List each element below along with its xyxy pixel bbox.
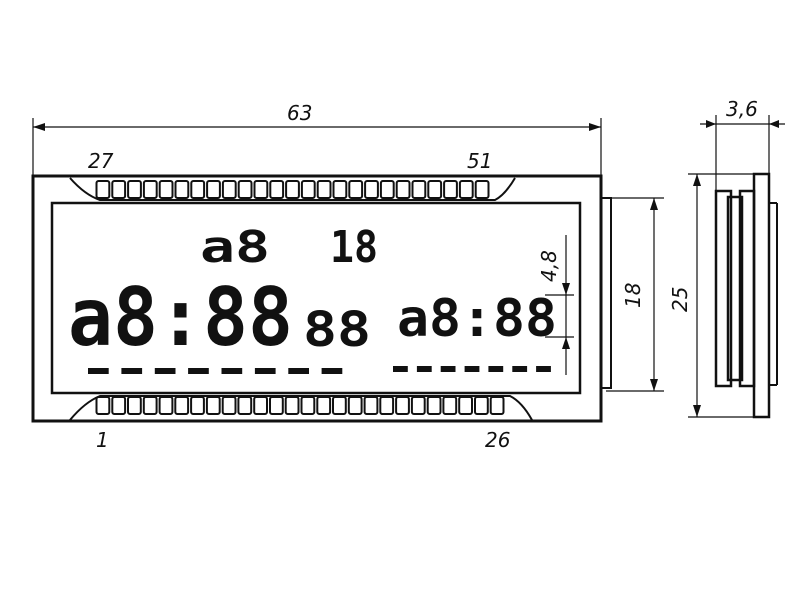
top-small-digits-right: 18 (330, 222, 378, 273)
indicator-dash (464, 366, 480, 372)
bottom-pin (316, 396, 332, 415)
indicator-dash (188, 368, 209, 374)
indicator-dash (393, 366, 408, 372)
bottom-pin (347, 396, 363, 415)
top-pin (458, 180, 474, 199)
top-pin (95, 180, 111, 199)
main-seconds-digits: 88 (303, 302, 371, 358)
bottom-pin (174, 396, 190, 415)
pin-label-1: 1 (96, 428, 109, 452)
bottom-pin (253, 396, 268, 415)
indicator-dash (288, 368, 309, 374)
bottom-pin (395, 396, 410, 415)
top-pin (237, 180, 253, 199)
bottom-pin (284, 396, 300, 415)
pin-label-27: 27 (88, 149, 114, 173)
top-pin (474, 180, 490, 199)
thickness-dimension (700, 115, 785, 195)
bottom-pin (95, 396, 111, 415)
bottom-pin (363, 396, 379, 415)
top-pin (443, 180, 458, 199)
bottom-pin (205, 396, 221, 415)
top-pin (221, 180, 237, 199)
top-pin (316, 180, 332, 199)
main-clock-digits: a8:88 (68, 271, 293, 364)
bottom-pin (474, 396, 489, 415)
top-pin (206, 180, 221, 199)
bottom-pin (142, 396, 158, 415)
bottom-pin (269, 396, 284, 415)
pin-label-51: 51 (467, 149, 492, 173)
indicator-dash (488, 366, 504, 372)
top-pin (427, 180, 443, 199)
bottom-pin-row (95, 396, 505, 415)
overall-height-label: 25 (668, 287, 692, 312)
top-pin (111, 180, 127, 199)
right-indicator-dashes (393, 366, 551, 372)
indicator-dash (321, 368, 343, 374)
top-pin (269, 180, 285, 199)
top-pin (190, 180, 206, 199)
top-pin (332, 180, 348, 199)
bottom-pin (111, 396, 127, 415)
indicator-dash (512, 366, 528, 372)
top-pin (158, 180, 174, 199)
bottom-pin (332, 396, 347, 415)
bottom-pin (442, 396, 458, 415)
bottom-pin (458, 396, 474, 415)
top-small-digits-left: a8 (200, 222, 270, 273)
thickness-label: 3,6 (726, 97, 758, 121)
top-pin (411, 180, 427, 199)
indicator-dash (416, 366, 432, 372)
top-connector-tab (69, 177, 516, 201)
bottom-pin (190, 396, 205, 415)
bottom-pin (221, 396, 237, 415)
bottom-pin (158, 396, 174, 415)
left-indicator-dashes (88, 368, 343, 374)
bottom-pin (237, 396, 253, 415)
indicator-dash (221, 368, 243, 374)
indicator-dash (154, 368, 176, 374)
top-pin (174, 180, 190, 199)
bottom-pin (300, 396, 316, 415)
top-pin (127, 180, 142, 199)
indicator-dash (536, 366, 551, 372)
digit-height-dimension (545, 235, 574, 375)
overall-height-dimension (688, 173, 756, 418)
top-pin (395, 180, 411, 199)
bottom-pin (410, 396, 426, 415)
bottom-pin (489, 396, 505, 415)
side-view (714, 172, 778, 419)
indicator-dash (254, 368, 276, 374)
top-pin (300, 180, 316, 199)
top-pin (364, 180, 379, 199)
width-dimension (32, 118, 602, 178)
bottom-pin (379, 396, 395, 415)
window-height-dimension (606, 197, 664, 392)
top-pin (253, 180, 269, 199)
window-height-label: 18 (621, 283, 645, 308)
top-pin (285, 180, 300, 199)
indicator-dash (121, 368, 143, 374)
top-pin (348, 180, 364, 199)
top-pin (142, 180, 158, 199)
top-pin (379, 180, 395, 199)
digit-height-label: 4,8 (537, 250, 561, 282)
top-pin-row (95, 180, 490, 199)
pin-label-26: 26 (485, 428, 510, 452)
right-clock-digits: a8:88 (397, 289, 557, 349)
lcd-display-window (50, 201, 582, 395)
indicator-dash (88, 368, 109, 374)
width-label: 63 (287, 101, 312, 125)
bottom-pin (127, 396, 142, 415)
bottom-pin (426, 396, 442, 415)
indicator-dash (440, 366, 456, 372)
